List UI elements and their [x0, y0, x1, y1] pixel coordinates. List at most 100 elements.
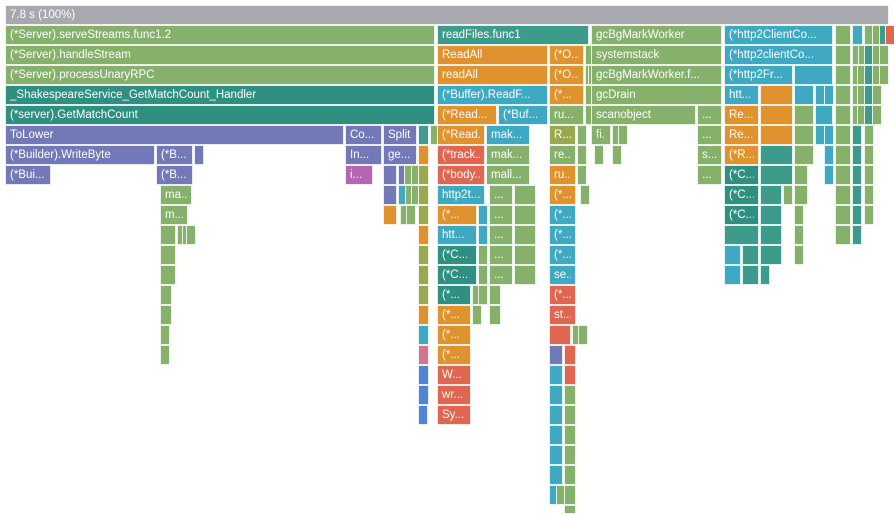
frame-http2t[interactable]: http2t... — [437, 185, 485, 205]
frame-Co[interactable]: Co... — [345, 125, 382, 145]
frame-C5[interactable]: (*C... — [437, 265, 477, 285]
frame-r21-blue[interactable] — [418, 405, 428, 425]
frame-gcBgMarkWorkerF[interactable]: gcBgMarkWorker.f... — [591, 65, 722, 85]
frame-r16-left[interactable] — [160, 305, 172, 325]
frame-r4-cy[interactable] — [794, 85, 814, 105]
frame-r4-a[interactable] — [835, 85, 851, 105]
frame-r12-left[interactable] — [160, 225, 176, 245]
frame-r13-or[interactable] — [418, 245, 429, 265]
frame-r15-dots[interactable] — [489, 285, 501, 305]
frame-s1[interactable]: s... — [697, 145, 722, 165]
frame-r19-blue[interactable] — [418, 365, 429, 385]
frame-r13-td[interactable] — [742, 245, 759, 265]
frame-r4-e[interactable] — [872, 85, 882, 105]
frame-se[interactable]: se... — [549, 265, 576, 285]
frame-r13-td2[interactable] — [760, 245, 782, 265]
frame-r14-gr3[interactable] — [514, 265, 536, 285]
frame-r26-gr[interactable] — [564, 505, 576, 514]
frame-r1-b[interactable] — [852, 25, 863, 45]
frame-r10-b[interactable] — [852, 185, 862, 205]
frame-http2ClientConn[interactable]: (*http2ClientCo... — [724, 25, 833, 45]
frame-mak1[interactable]: mak... — [486, 125, 530, 145]
frame-r11-gr2[interactable] — [406, 205, 416, 225]
frame-st[interactable]: st... — [549, 305, 576, 325]
frame-dots5[interactable]: ... — [489, 205, 513, 225]
frame-C2[interactable]: (*C... — [724, 185, 759, 205]
frame-ReadAll[interactable]: ReadAll — [437, 45, 548, 65]
frame-r25-gr[interactable] — [564, 485, 576, 505]
frame-mall[interactable]: mall... — [486, 165, 530, 185]
frame-gcDrain[interactable]: gcDrain — [591, 85, 722, 105]
frame-B2[interactable]: (*B... — [156, 165, 193, 185]
frame-r24-cy[interactable] — [549, 465, 563, 485]
frame-C4[interactable]: (*C... — [437, 245, 477, 265]
frame-B1[interactable]: (*B... — [156, 145, 193, 165]
frame-r9-c[interactable] — [864, 165, 874, 185]
frame-ToLower[interactable]: ToLower — [5, 125, 344, 145]
frame-r11-td[interactable] — [760, 205, 782, 225]
frame-htt2[interactable]: htt... — [437, 225, 477, 245]
frame-r7-td[interactable] — [760, 145, 793, 165]
frame-r12-cy[interactable] — [478, 225, 488, 245]
frame-r7-sm[interactable] — [577, 145, 587, 165]
frame-body[interactable]: (*body... — [437, 165, 485, 185]
frame-star1[interactable]: (*... — [549, 85, 584, 105]
frame-r3-h2b[interactable] — [794, 65, 833, 85]
frame-r3-f[interactable] — [879, 65, 889, 85]
frame-r7-fi[interactable] — [594, 145, 604, 165]
frame-r16-dots[interactable] — [489, 305, 501, 325]
frame-r5-cy[interactable] — [815, 105, 833, 125]
frame-r14-td[interactable] — [742, 265, 759, 285]
frame-star10[interactable]: (*... — [437, 325, 471, 345]
frame-r17-red[interactable] — [549, 325, 571, 345]
frame-r10-right[interactable] — [580, 185, 590, 205]
frame-htt1[interactable]: htt... — [724, 85, 759, 105]
frame-r6-b[interactable] — [852, 125, 862, 145]
frame-r9-gr[interactable] — [794, 165, 808, 185]
frame-Bui[interactable]: (*Bui... — [5, 165, 51, 185]
frame-r1-a[interactable] — [835, 25, 851, 45]
frame-r21-cy[interactable] — [549, 405, 563, 425]
root-total[interactable]: 7.8 s (100%) — [5, 5, 889, 25]
frame-r14-left[interactable] — [160, 265, 176, 285]
frame-r12-gr3[interactable] — [514, 225, 536, 245]
frame-Buf1[interactable]: (*Buf... — [498, 105, 548, 125]
frame-r11-or[interactable] — [383, 205, 397, 225]
frame-r20-cy[interactable] — [549, 385, 563, 405]
frame-r10-gr3[interactable] — [514, 185, 536, 205]
frame-readFiles[interactable]: readFiles.func1 — [437, 25, 589, 45]
frame-r23-gr[interactable] — [564, 445, 576, 465]
frame-R2[interactable]: (*R... — [724, 145, 759, 165]
frame-r14-td2[interactable] — [760, 265, 770, 285]
frame-r20-gr[interactable] — [564, 385, 576, 405]
frame-r12-gr4[interactable] — [794, 225, 804, 245]
frame-ru2[interactable]: ru... — [549, 165, 576, 185]
frame-r5-or[interactable] — [760, 105, 793, 125]
frame-http2Fr[interactable]: (*http2Fr... — [724, 65, 793, 85]
frame-dots1[interactable]: ... — [697, 105, 722, 125]
frame-r23-cy[interactable] — [549, 445, 563, 465]
frame-r7-b[interactable] — [852, 145, 862, 165]
frame-dots4[interactable]: ... — [489, 185, 513, 205]
frame-C1[interactable]: (*C... — [724, 165, 759, 185]
frame-r20-blue[interactable] — [418, 385, 429, 405]
frame-mak2[interactable]: mak... — [486, 145, 530, 165]
frame-r13-cy[interactable] — [724, 245, 741, 265]
frame-r10-gr5[interactable] — [794, 185, 808, 205]
frame-r18-pink[interactable] — [418, 345, 429, 365]
frame-R1[interactable]: R... — [549, 125, 576, 145]
frame-r7-fi2[interactable] — [612, 145, 622, 165]
frame-r5-e[interactable] — [872, 105, 882, 125]
frame-ma[interactable]: ma... — [160, 185, 192, 205]
frame-r6-gr2[interactable] — [794, 125, 814, 145]
frame-star4[interactable]: (*... — [549, 205, 576, 225]
frame-star7[interactable]: (*... — [437, 285, 471, 305]
frame-r11-a[interactable] — [835, 205, 851, 225]
frame-r12-b[interactable] — [852, 225, 862, 245]
frame-r10-ol[interactable] — [418, 185, 429, 205]
frame-Split[interactable]: Split — [383, 125, 417, 145]
frame-serveStreams[interactable]: (*Server).serveStreams.func1.2 — [5, 25, 435, 45]
frame-star11[interactable]: (*... — [437, 345, 471, 365]
frame-dots6[interactable]: ... — [489, 225, 513, 245]
frame-r11-gr3[interactable] — [514, 205, 536, 225]
